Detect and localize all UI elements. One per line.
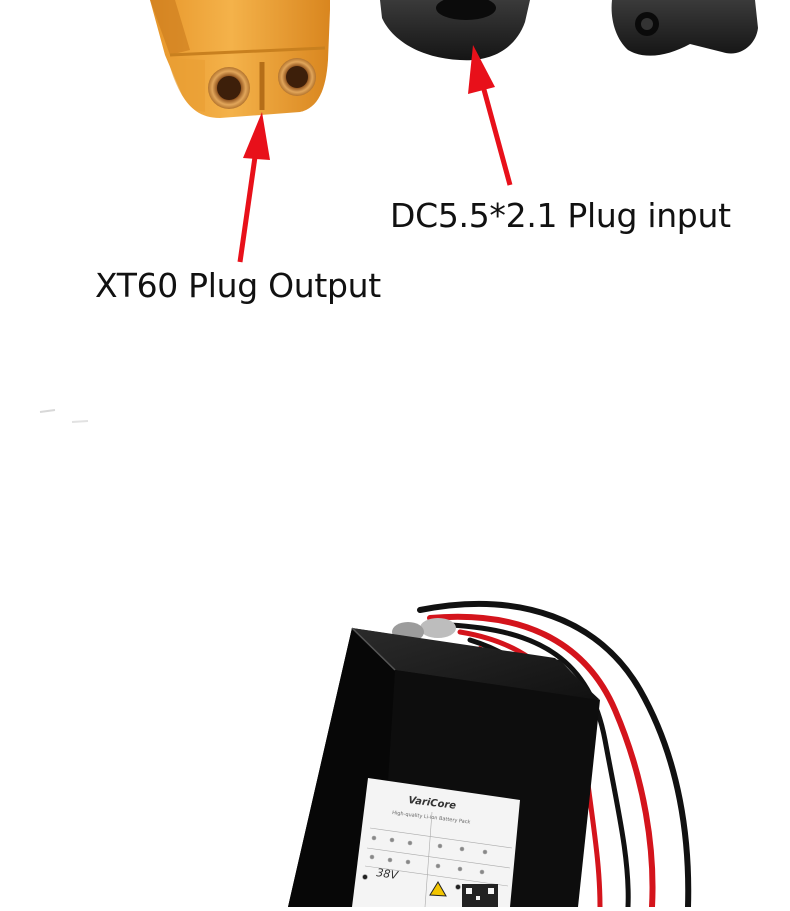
arrow-dc [468,45,513,186]
xt60-output-label: XT60 Plug Output [95,266,381,305]
arrow-xt60 [237,112,270,263]
battery-voltage-handwritten: 38V [376,866,401,882]
qr-code-icon [462,884,498,907]
battery-label [362,811,513,908]
battery-pack: VariCore High-quality Li-ion Battery Pac… [288,627,600,908]
warning-icon [429,881,447,897]
dc-plug-housing [380,0,758,61]
dc-input-label: DC5.5*2.1 Plug input [390,196,731,235]
xt60-connector [150,0,330,118]
